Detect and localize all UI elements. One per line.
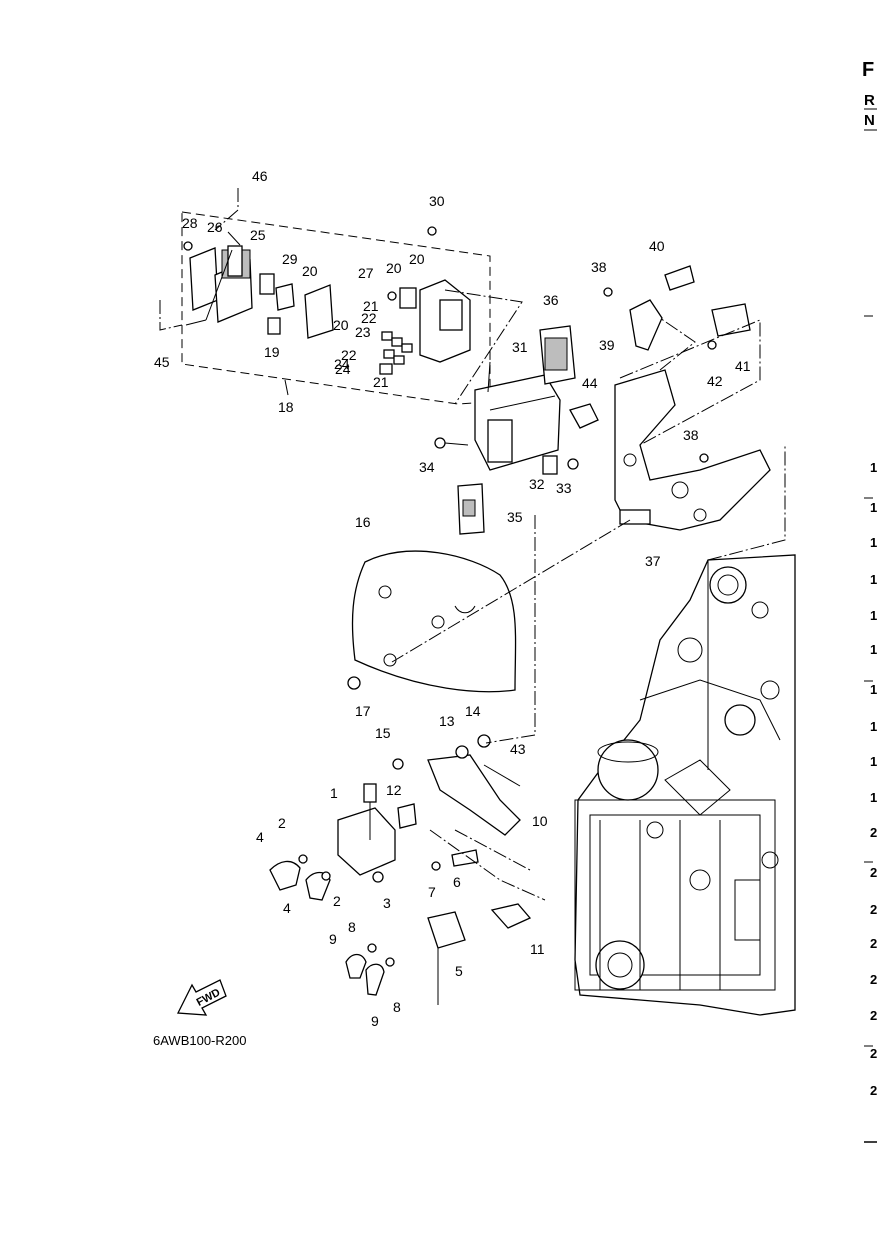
callout-35: 35 [507, 509, 523, 525]
callout-1: 1 [330, 785, 338, 801]
callout-3: 3 [383, 895, 391, 911]
callout-6: 6 [453, 874, 461, 890]
callout-40: 40 [649, 238, 665, 254]
callout-32: 32 [529, 476, 545, 492]
callout-7: 7 [428, 884, 436, 900]
callout-24: 24 [335, 361, 351, 377]
callout-11: 11 [530, 941, 545, 957]
callout-4: 4 [256, 829, 264, 845]
callout-41: 41 [735, 358, 751, 374]
edge-row-number: 1 [870, 500, 877, 515]
callout-20: 20 [409, 251, 425, 267]
callout-23: 23 [355, 324, 371, 340]
callout-46: 46 [252, 168, 268, 184]
fwd-arrow: FWD [176, 979, 227, 1016]
callout-25: 25 [250, 227, 266, 243]
edge-letter-f: F [862, 59, 874, 81]
callout-10: 10 [532, 813, 548, 829]
callout-31: 31 [512, 339, 528, 355]
callout-18: 18 [278, 399, 294, 415]
callout-9: 9 [371, 1013, 379, 1029]
callout-9: 9 [329, 931, 337, 947]
callout-36: 36 [543, 292, 559, 308]
callout-21: 21 [373, 374, 389, 390]
callout-30: 30 [429, 193, 445, 209]
callout-29: 29 [282, 251, 298, 267]
callout-39: 39 [599, 337, 615, 353]
callout-22: 22 [341, 347, 357, 363]
leader-lines [159, 188, 786, 901]
edge-row-number: 1 [870, 754, 877, 769]
edge-row-number: 1 [870, 719, 877, 734]
edge-letter-n: N [864, 112, 875, 129]
edge-row-number: 2 [870, 1046, 877, 1061]
lower-harness-parts [269, 734, 532, 1005]
callout-2: 2 [333, 893, 341, 909]
callout-38: 38 [591, 259, 607, 275]
relay-stack [379, 331, 413, 375]
callout-21: 21 [363, 298, 379, 314]
right-edge-column: F R N 1 1 1 1 1 1 1 1 1 1 2 2 2 2 2 2 2 2 [862, 59, 877, 1143]
edge-row-number: 1 [870, 642, 877, 657]
edge-row-number: 2 [870, 972, 877, 987]
callout-44: 44 [582, 375, 598, 391]
callout-43: 43 [510, 741, 526, 757]
callout-17: 17 [355, 703, 371, 719]
ecu-unit [427, 226, 599, 535]
callout-22: 22 [361, 310, 377, 326]
callout-12: 12 [386, 782, 402, 798]
callout-45: 45 [154, 354, 170, 370]
callout-19: 19 [264, 344, 280, 360]
edge-row-number: 1 [870, 790, 877, 805]
callout-27: 27 [358, 265, 374, 281]
callout-8: 8 [393, 999, 401, 1015]
edge-row-number: 2 [870, 825, 877, 840]
edge-row-number: 2 [870, 1083, 877, 1098]
edge-row-number: 1 [870, 608, 877, 623]
callout-20: 20 [333, 317, 349, 333]
mounting-bracket [603, 265, 771, 531]
catalog-code: 6AWB100-R200 [153, 1033, 246, 1048]
callout-42: 42 [707, 373, 723, 389]
callout-5: 5 [455, 963, 463, 979]
callout-26: 26 [207, 219, 223, 235]
callout-24: 24 [334, 356, 350, 372]
callout-15: 15 [375, 725, 391, 741]
electrical-box-group [181, 211, 491, 405]
callout-28: 28 [182, 215, 198, 231]
callout-13: 13 [439, 713, 455, 729]
edge-row-number: 2 [870, 902, 877, 917]
callout-4: 4 [283, 900, 291, 916]
edge-row-number: 2 [870, 936, 877, 951]
callout-20: 20 [302, 263, 318, 279]
callout-2: 2 [278, 815, 286, 831]
callout-14: 14 [465, 703, 481, 719]
edge-row-number: 1 [870, 460, 877, 475]
callout-38: 38 [683, 427, 699, 443]
callout-20: 20 [386, 260, 402, 276]
edge-row-number: 1 [870, 682, 877, 697]
engine-block [574, 554, 796, 1016]
edge-row-number: 2 [870, 1008, 877, 1023]
callout-16: 16 [355, 514, 371, 530]
cover [347, 550, 517, 693]
edge-row-number: 1 [870, 535, 877, 550]
callout-34: 34 [419, 459, 435, 475]
edge-letter-r: R [864, 92, 875, 109]
edge-row-number: 2 [870, 865, 877, 880]
callout-33: 33 [556, 480, 572, 496]
callout-37: 37 [645, 553, 661, 569]
edge-row-number: 1 [870, 572, 877, 587]
callout-8: 8 [348, 919, 356, 935]
